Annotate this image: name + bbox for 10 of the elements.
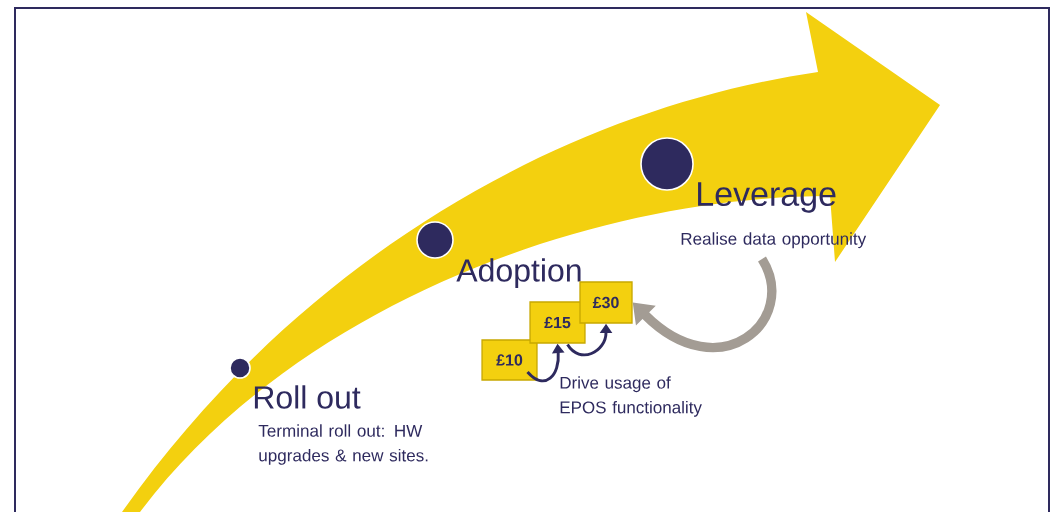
stage-description: Terminal roll out: HW upgrades & new sites. <box>258 424 428 465</box>
note-text: Drive usage of EPOS functionality <box>560 376 702 417</box>
stage-dot <box>416 221 454 259</box>
stage-dot <box>640 137 694 191</box>
price-box: £15 <box>529 301 586 344</box>
stage-title: Adoption <box>456 258 581 289</box>
stage-title: Roll out <box>254 385 361 409</box>
price-box: £30 <box>579 281 633 324</box>
stage-dot <box>229 357 251 379</box>
price-box: £10 <box>481 339 538 381</box>
